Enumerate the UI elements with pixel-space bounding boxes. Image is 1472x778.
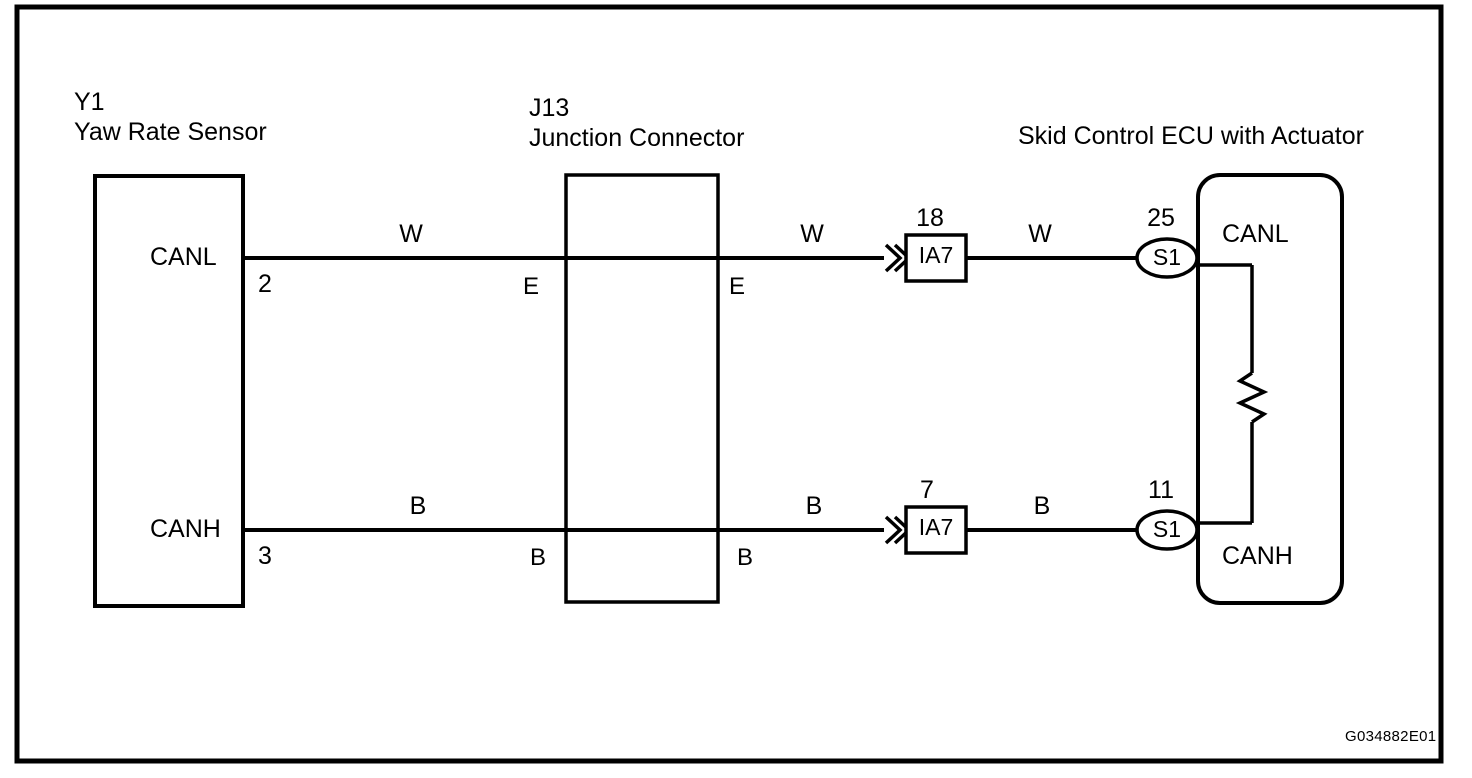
sensor-pin-number-2: 2 xyxy=(258,270,272,298)
connector-box-upper-ia7 xyxy=(904,233,968,283)
splice-name-upper-s1: S1 xyxy=(1152,244,1182,270)
splice-pin-number-upper-25: 25 xyxy=(1147,204,1175,232)
sensor-pin-label-canh: CANH xyxy=(150,515,221,543)
sensor-pin-label-canl: CANL xyxy=(150,243,217,271)
component-id-j13: J13 xyxy=(529,94,570,122)
connector-pin-number-lower-7: 7 xyxy=(920,476,934,504)
component-name-junction-connector: Junction Connector xyxy=(529,124,745,152)
diagram-border xyxy=(14,4,1444,764)
component-id-y1: Y1 xyxy=(74,88,105,116)
terminating-resistor-symbol xyxy=(1235,371,1269,424)
wire-color-lower-segment-1: B xyxy=(409,492,427,520)
wire-color-upper-segment-3: W xyxy=(1028,220,1052,248)
component-name-skid-control-ecu: Skid Control ECU with Actuator xyxy=(1018,122,1364,150)
splice-pin-number-lower-11: 11 xyxy=(1148,476,1174,504)
yaw-rate-sensor-box xyxy=(93,174,245,608)
wire-color-lower-segment-2: B xyxy=(805,492,823,520)
component-name-yaw-rate-sensor: Yaw Rate Sensor xyxy=(74,118,267,146)
junction-terminal-right-upper-e: E xyxy=(728,273,746,300)
junction-connector-box xyxy=(564,173,720,604)
ecu-pin-label-canl: CANL xyxy=(1222,220,1289,248)
junction-terminal-right-lower-b: B xyxy=(736,544,754,571)
splice-name-lower-s1: S1 xyxy=(1152,516,1182,542)
connector-pin-number-upper-18: 18 xyxy=(916,204,944,232)
ecu-pin-label-canh: CANH xyxy=(1222,542,1293,570)
figure-code: G034882E01 xyxy=(1345,728,1437,745)
wire-color-upper-segment-2: W xyxy=(800,220,824,248)
splice-oval-lower-s1 xyxy=(1135,509,1199,551)
connector-box-lower-ia7 xyxy=(904,505,968,555)
splice-oval-upper-s1 xyxy=(1135,237,1199,279)
wire-color-upper-segment-1: W xyxy=(399,220,423,248)
skid-control-ecu-box xyxy=(1196,173,1344,605)
connector-name-lower-ia7: IA7 xyxy=(918,514,954,540)
sensor-pin-number-3: 3 xyxy=(258,542,272,570)
junction-terminal-left-upper-e: E xyxy=(522,273,540,300)
junction-terminal-left-lower-b: B xyxy=(529,544,547,571)
wire-color-lower-segment-3: B xyxy=(1033,492,1051,520)
connector-name-upper-ia7: IA7 xyxy=(918,242,954,268)
